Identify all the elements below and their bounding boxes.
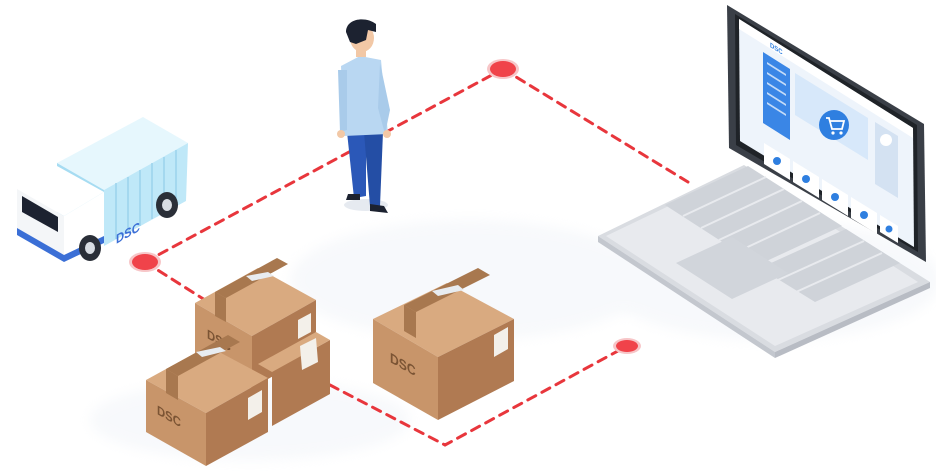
route-segment-truck-to-boxes — [143, 260, 207, 302]
shopping-cart-icon — [819, 110, 849, 140]
route-node-icon — [613, 338, 641, 354]
route-segment-truck-to-person — [143, 67, 505, 264]
keyboard — [665, 166, 900, 302]
package-box-illustration — [258, 332, 330, 426]
route-segment-person-to-laptop — [501, 67, 690, 184]
product-tiles — [764, 143, 898, 243]
truck-windshield — [22, 196, 58, 232]
package-box-illustration: DSC — [373, 268, 514, 420]
route-nodes — [129, 59, 641, 354]
route-node-icon — [129, 252, 161, 272]
delivery-truck-illustration: DSC — [17, 117, 188, 262]
route-segment-boxes-to-end — [328, 344, 629, 447]
trackpad — [676, 237, 788, 299]
person-illustration — [337, 19, 391, 213]
delivery-route — [143, 67, 690, 447]
laptop-illustration: DSC — [598, 5, 930, 358]
route-node-icon — [487, 59, 519, 79]
package-box-illustration: DSC — [146, 335, 268, 466]
package-boxes: DSC DSC DSC — [146, 258, 514, 466]
